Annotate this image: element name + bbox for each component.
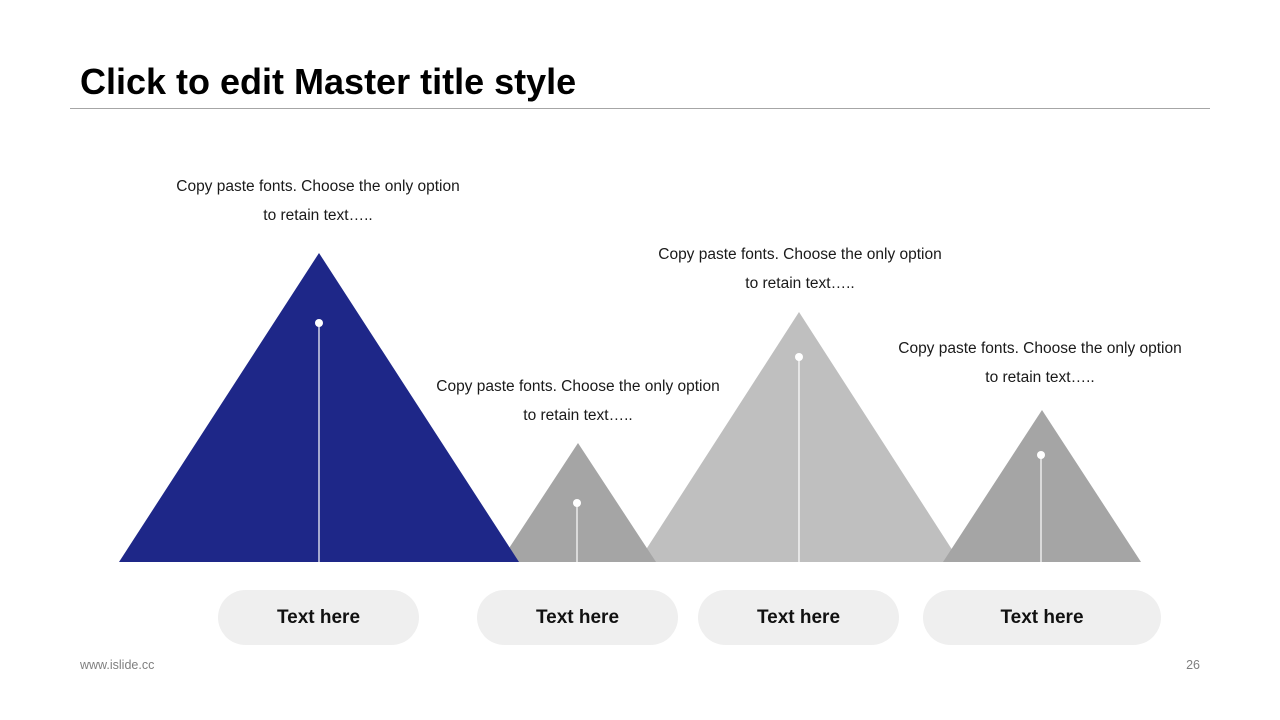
- mountain-3-marker: [795, 353, 803, 361]
- mountain-3-caption-line1: Copy paste fonts. Choose the only option: [658, 246, 942, 263]
- mountain-3-caption-line2: to retain text…..: [745, 275, 855, 292]
- mountain-2-caption: Copy paste fonts. Choose the only option…: [428, 372, 728, 430]
- mountain-3-label: Text here: [698, 590, 899, 645]
- mountain-4-caption-line1: Copy paste fonts. Choose the only option: [898, 340, 1182, 357]
- page-number: 26: [1186, 658, 1200, 672]
- title-divider: [70, 108, 1210, 109]
- mountain-2-caption-line2: to retain text…..: [523, 407, 633, 424]
- slide-title: Click to edit Master title style: [80, 61, 577, 102]
- mountain-4-label: Text here: [923, 590, 1161, 645]
- footer-url: www.islide.cc: [80, 658, 155, 672]
- mountain-2-label: Text here: [477, 590, 678, 645]
- mountain-1-label: Text here: [218, 590, 419, 645]
- mountain-2-marker: [573, 499, 581, 507]
- mountain-4-caption-line2: to retain text…..: [985, 369, 1095, 386]
- mountain-4-triangle: [943, 410, 1141, 562]
- mountain-1-marker: [315, 319, 323, 327]
- mountain-3-caption: Copy paste fonts. Choose the only option…: [650, 240, 950, 298]
- mountain-1-caption: Copy paste fonts. Choose the only option…: [168, 172, 468, 230]
- mountain-4-marker: [1037, 451, 1045, 459]
- mountain-2-caption-line1: Copy paste fonts. Choose the only option: [436, 378, 720, 395]
- mountain-4-caption: Copy paste fonts. Choose the only option…: [890, 334, 1190, 392]
- mountain-1-caption-line2: to retain text…..: [263, 207, 373, 224]
- mountain-1-caption-line1: Copy paste fonts. Choose the only option: [176, 178, 460, 195]
